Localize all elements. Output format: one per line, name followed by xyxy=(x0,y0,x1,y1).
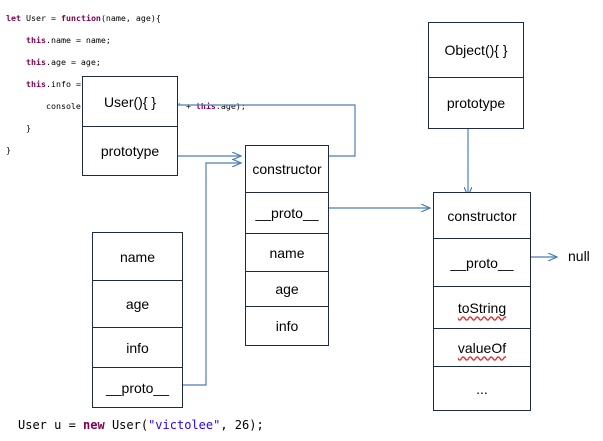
object-prototype-constructor: constructor xyxy=(434,193,530,239)
null-label: null xyxy=(568,248,590,264)
user-prototype-property: prototype xyxy=(100,143,160,159)
object-function-title: Object(){ } xyxy=(429,23,523,78)
instance-u-box: name age info __proto__ xyxy=(92,232,183,408)
instantiation-prefix: User u = xyxy=(18,418,84,432)
object-prototype-proto: __proto__ xyxy=(434,239,530,287)
code-line-3: this.age = age; xyxy=(25,57,101,67)
user-prototype-constructor: constructor xyxy=(246,146,328,193)
new-keyword: new xyxy=(83,418,105,432)
user-prototype-proto: __proto__ xyxy=(246,193,328,234)
user-prototype-name: name xyxy=(246,234,328,272)
object-prototype-object-box: constructor __proto__ toString valueOf .… xyxy=(433,192,531,411)
object-prototype-property: prototype xyxy=(446,95,506,111)
code-line-2: this.name = name; xyxy=(25,35,111,45)
user-prototype-object-box: constructor __proto__ name age info xyxy=(245,145,329,346)
object-prototype-tostring: toString xyxy=(434,287,530,329)
instantiation-arg-string: "victolee" xyxy=(148,418,221,432)
instance-info: info xyxy=(93,328,182,368)
instantiation-call: User( xyxy=(104,418,149,432)
instantiation-suffix: , 26); xyxy=(220,418,264,432)
code-line-7: } xyxy=(6,145,11,155)
instantiation-code: User u = new User("victolee", 26); xyxy=(18,418,264,432)
instance-proto: __proto__ xyxy=(105,379,170,396)
user-prototype-info: info xyxy=(275,318,299,334)
user-function-box: User(){ } prototype xyxy=(82,76,178,176)
arrow-instance-proto xyxy=(182,163,241,386)
arrow-constructor-to-user xyxy=(166,105,356,157)
code-line-6: } xyxy=(6,123,31,133)
instance-name: name xyxy=(93,233,182,281)
instance-age: age xyxy=(93,281,182,328)
code-line-1: let User = function(name, age){ xyxy=(6,13,161,23)
user-function-title: User(){ } xyxy=(83,77,177,127)
object-function-box: Object(){ } prototype xyxy=(428,22,524,129)
user-prototype-age: age xyxy=(246,272,328,307)
object-prototype-ellipsis: ... xyxy=(476,380,488,397)
object-prototype-valueof: valueOf xyxy=(434,329,530,367)
